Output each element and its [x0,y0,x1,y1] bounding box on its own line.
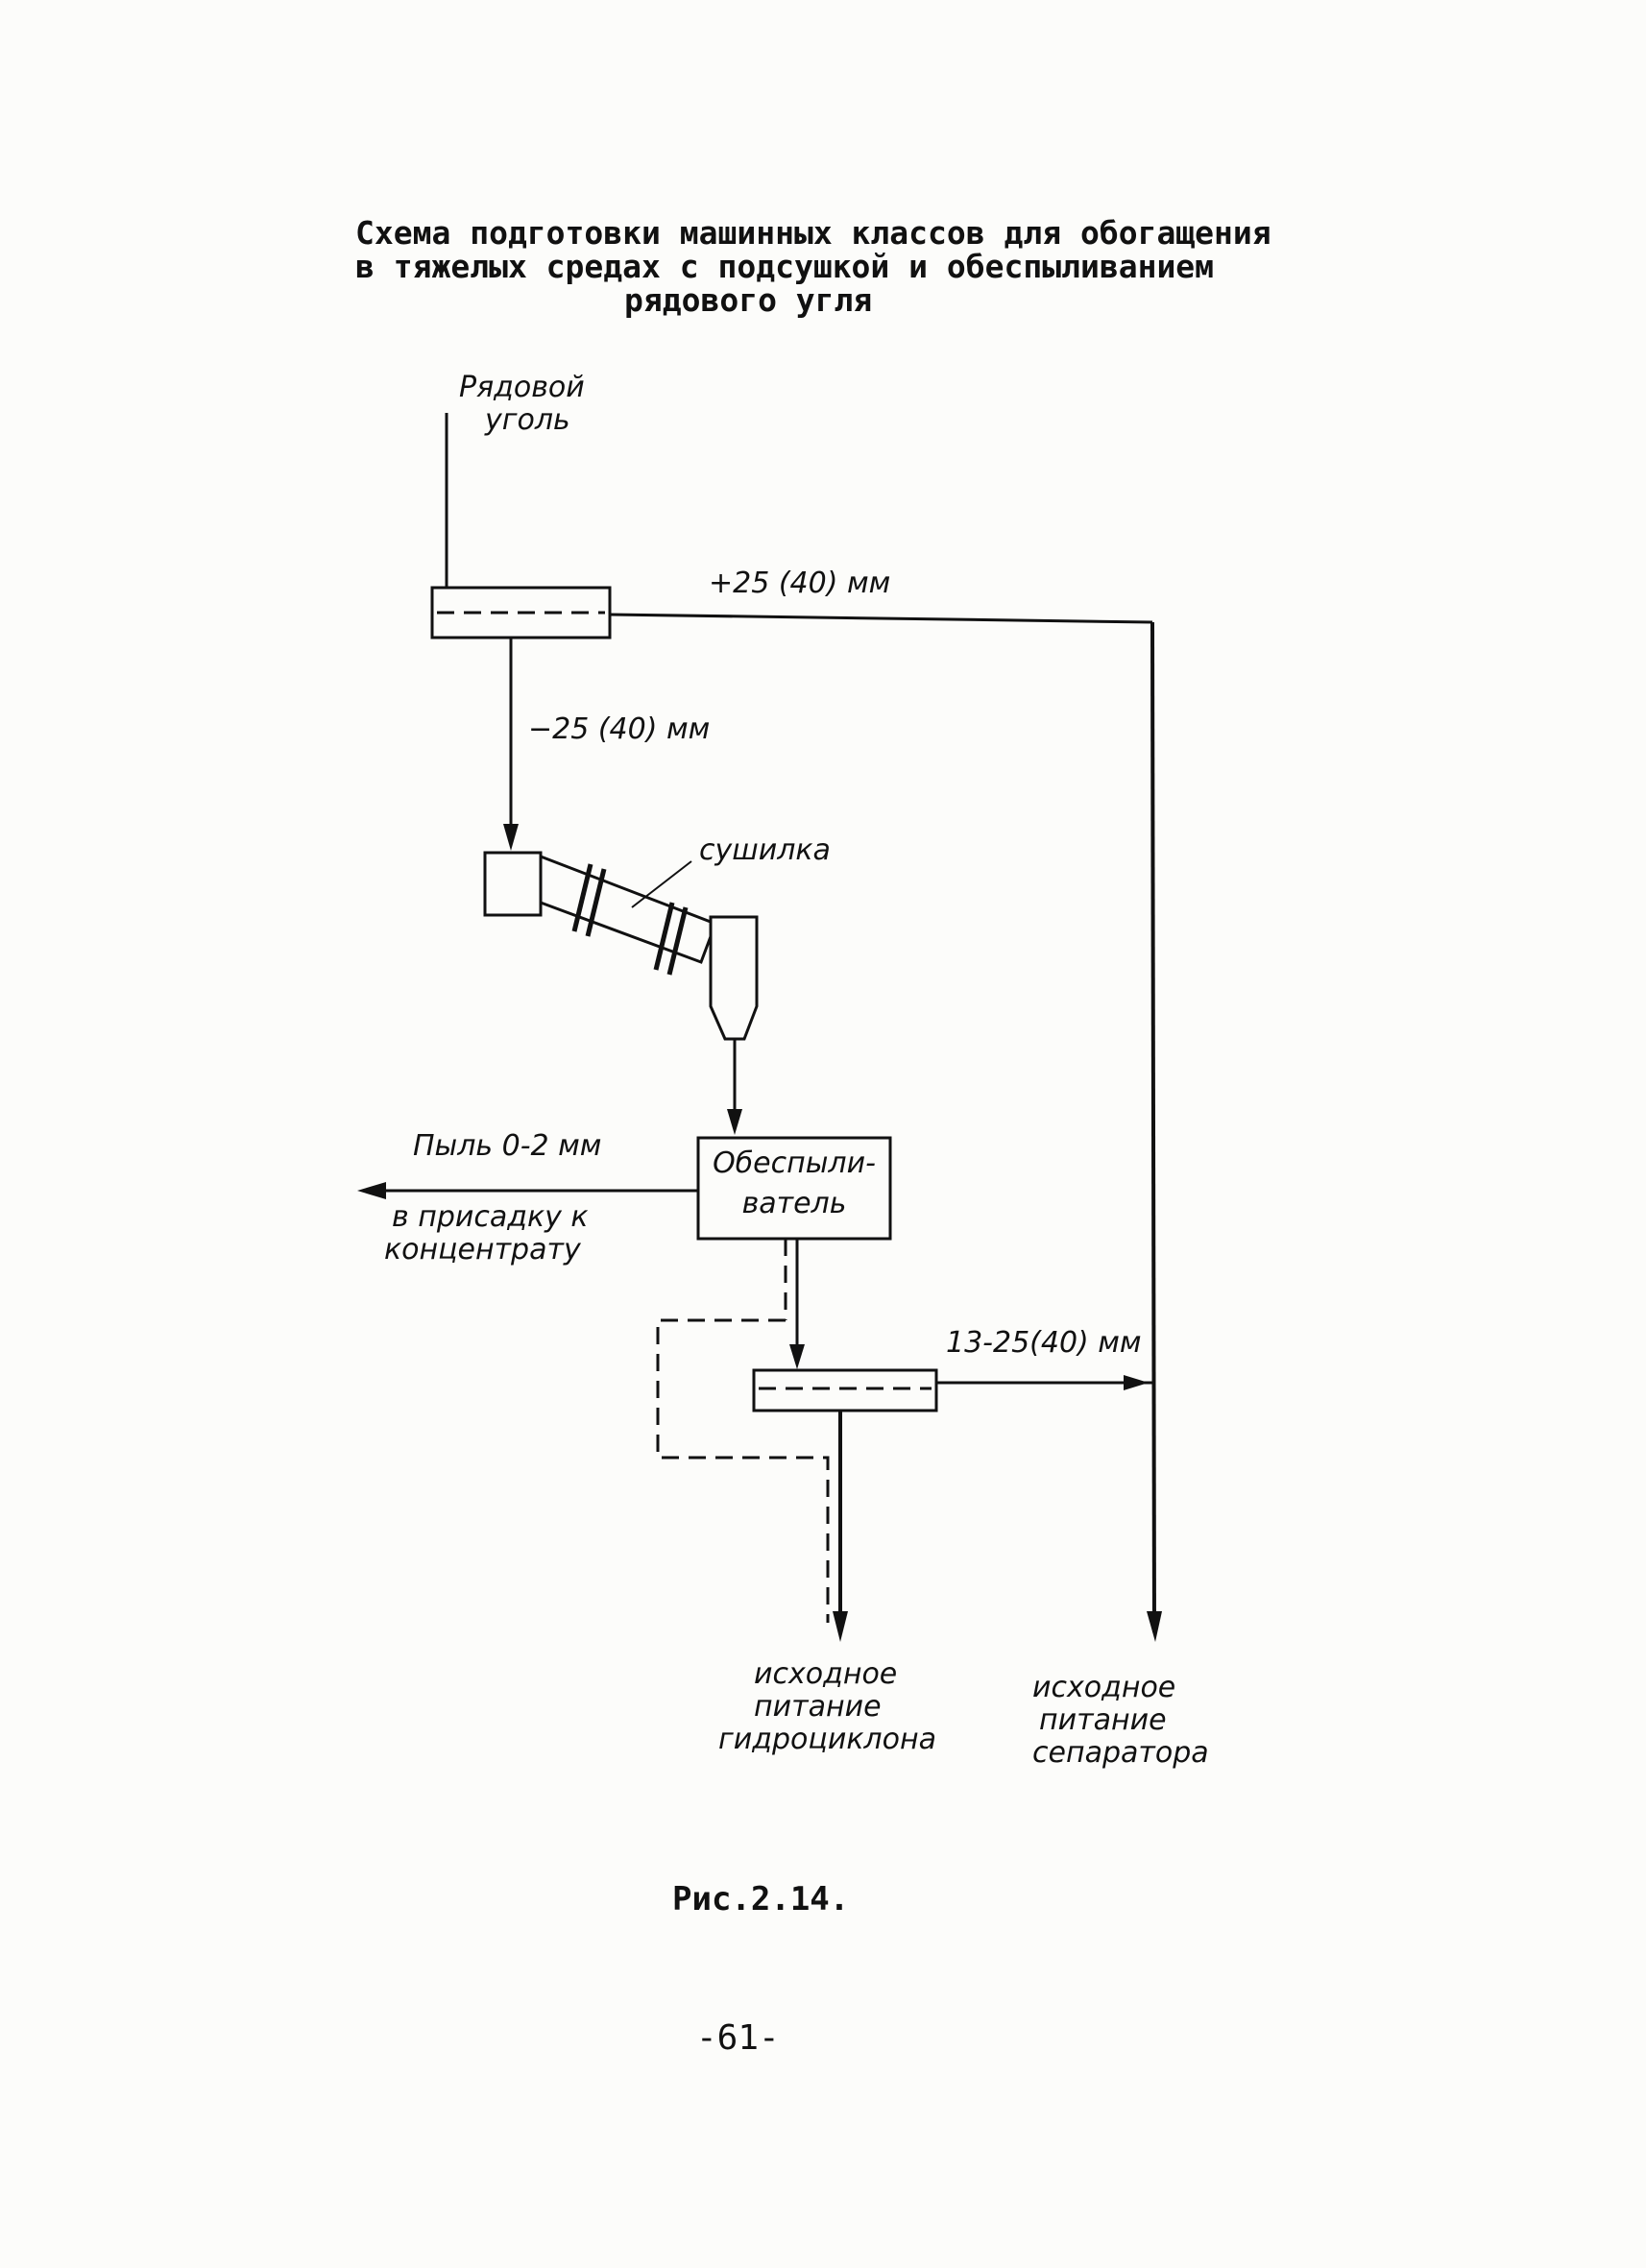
dryer-leader-line [631,860,692,908]
dust-label-2: в присадку к [392,1200,589,1234]
dryer-cyclone [709,915,759,1041]
separator-label-2: питание [1039,1703,1167,1737]
dust-arrow [357,1182,386,1199]
hydrocyclone-label-1: исходное [754,1657,898,1691]
title-line-3: рядового угля [624,281,873,319]
dryer-ring-4 [666,906,689,976]
undersize-label: −25 (40) мм [528,712,711,746]
dryer-label: сушилка [699,833,831,867]
fraction-arrow [1124,1375,1149,1390]
hydrocyclone-label-2: питание [754,1690,882,1724]
oversize-label: +25 (40) мм [709,567,891,600]
dryer-ring-3 [653,902,675,971]
separator-label-3: сепаратора [1032,1736,1209,1770]
hydrocyclone-label-3: гидроциклона [718,1723,936,1756]
oversize-vertical-line [1150,621,1156,1633]
dedust-label-1: Обеспыли- [713,1146,876,1180]
title-line-2: в тяжелых средах с подсушкой и обеспылив… [355,248,1215,285]
dryer-ring-1 [571,863,593,932]
dust-label-1: Пыль 0-2 мм [413,1129,602,1163]
fraction-label: 13-25(40) мм [946,1326,1142,1360]
dedustor-outlet-arrow [789,1344,805,1369]
undersize-arrow [503,824,519,851]
cyclone-outlet-arrow [727,1109,742,1135]
page-number: -61- [696,2018,780,2058]
input-label-1: Рядовой [459,371,585,404]
dryer-feed-box [483,851,543,917]
bottom-screen [752,1368,938,1412]
separator-arrow [1147,1611,1162,1642]
hydrocyclone-arrow [833,1611,848,1642]
separator-label-1: исходное [1032,1671,1176,1704]
dryer-drum [539,854,717,964]
oversize-line [609,613,1153,624]
title-line-1: Схема подготовки машинных классов для об… [355,214,1271,252]
dedustor-box [696,1136,892,1241]
dust-label-3: концентрату [384,1233,581,1267]
dedust-label-2: ватель [741,1187,847,1220]
input-label-2: уголь [485,403,570,437]
dryer-ring-2 [585,868,607,937]
bypass-loop [656,1318,830,1623]
figure-caption: Рис.2.14. [672,1880,850,1918]
